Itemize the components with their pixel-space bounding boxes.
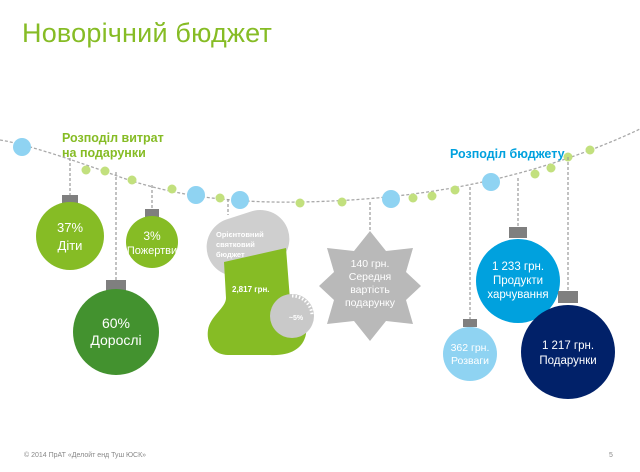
food-label-line1: Продукти [493, 275, 543, 287]
stocking-change: ~5% [289, 315, 304, 322]
ornament-donations: 3% Пожертви [126, 209, 178, 268]
ornament-ball [36, 202, 104, 270]
ornament-ball [126, 216, 178, 268]
donations-percent: 3% [143, 229, 161, 243]
bead-small [546, 163, 556, 173]
bead-large [231, 191, 249, 209]
garland-string [0, 128, 640, 203]
adults-percent: 60% [102, 315, 130, 331]
ornament-gifts: 1 217 грн. Подарунки [521, 291, 615, 399]
footer-copyright: © 2014 ПрАТ «Делойт енд Туш ЮСК» [24, 452, 147, 459]
bead-small [81, 165, 91, 175]
children-label: Діти [58, 238, 83, 253]
bead-small [295, 198, 305, 208]
bead-small [450, 185, 460, 195]
star-line4: подарунку [345, 297, 396, 309]
stocking-graphic: Орієнтовний святковий бюджет 2,817 грн. … [206, 209, 314, 356]
food-amount: 1 233 грн. [492, 261, 544, 273]
bead-small [408, 193, 418, 203]
ornament-cap [463, 319, 477, 327]
bead-small [215, 193, 225, 203]
star-line1: 140 грн. [351, 258, 390, 270]
star-line2: Середня [349, 271, 391, 283]
ornament-cap [106, 280, 126, 291]
spending-distribution-label: Розподіл витрат на подарунки [62, 131, 164, 161]
ornament-cap [509, 227, 527, 238]
bead-small [530, 169, 540, 179]
bead-small [167, 184, 177, 194]
bead-small [337, 197, 347, 207]
ornament-food: 1 233 грн. Продукти харчування [476, 227, 560, 323]
entertainment-amount: 362 грн. [451, 342, 490, 354]
stocking-gauge [270, 294, 314, 338]
garland-beads [13, 138, 595, 209]
spending-label-line1: Розподіл витрат [62, 131, 164, 145]
bead-small [100, 166, 110, 176]
bead-large [382, 190, 400, 208]
ornament-ball [73, 289, 159, 375]
ornament-ball [476, 239, 560, 323]
ornament-ball [443, 327, 497, 381]
ornament-cap [62, 195, 78, 204]
bead-large [187, 186, 205, 204]
page-number: 5 [609, 452, 613, 459]
bead-small [127, 175, 137, 185]
bead-small [585, 145, 595, 155]
ornament-entertainment: 362 грн. Розваги [443, 319, 497, 381]
bead-small [427, 191, 437, 201]
gifts-label: Подарунки [539, 355, 596, 367]
spending-label-line2: на подарунки [62, 146, 146, 160]
bead-large [13, 138, 31, 156]
star-graphic: 140 грн. Середня вартість подарунку [319, 231, 421, 341]
ornament-cap [145, 209, 159, 217]
star-line3: вартість [350, 284, 390, 296]
children-percent: 37% [57, 220, 83, 235]
budget-distribution-label: Розподіл бюджету [450, 147, 565, 161]
entertainment-label: Розваги [451, 355, 489, 367]
stocking-caption-line2: святковий [216, 240, 255, 249]
ornament-children: 37% Діти [36, 195, 104, 270]
ornament-adults: 60% Дорослі [73, 280, 159, 375]
gifts-amount: 1 217 грн. [542, 340, 594, 352]
ornament-ball [521, 305, 615, 399]
ornament-cap [558, 291, 578, 303]
adults-label: Дорослі [90, 332, 141, 348]
star-shape [319, 231, 421, 341]
stocking-caption-line1: Орієнтовний [216, 230, 264, 239]
stocking-amount: 2,817 грн. [232, 285, 270, 294]
food-label-line2: харчування [487, 289, 548, 301]
donations-label: Пожертви [127, 245, 177, 257]
stocking-caption-line3: бюджет [216, 250, 245, 259]
page-title: Новорічний бюджет [22, 18, 273, 48]
bead-large [482, 173, 500, 191]
stocking-gauge-ticks [291, 294, 314, 317]
